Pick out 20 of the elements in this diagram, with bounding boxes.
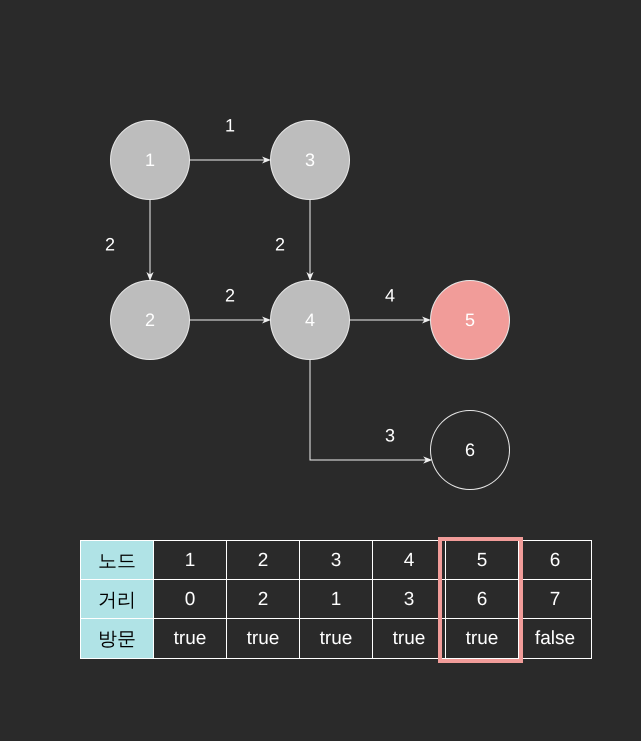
arrow	[190, 156, 271, 164]
header-cell: 방문	[80, 618, 154, 659]
circle-node: 3	[270, 120, 350, 200]
circle-node: 4	[270, 280, 350, 360]
table-cell: true	[226, 618, 300, 659]
arrow	[350, 316, 431, 324]
circle-node: 6	[430, 410, 510, 490]
circle-node: 5	[430, 280, 510, 360]
table-cell: true	[372, 618, 446, 659]
header-cell: 노드	[80, 540, 154, 581]
arrow	[310, 360, 432, 464]
arrow	[190, 316, 271, 324]
circle-node: 1	[110, 120, 190, 200]
table-cell: true	[445, 618, 519, 659]
header-cell: 거리	[80, 579, 154, 620]
table-cell: true	[299, 618, 373, 659]
table-cell: true	[153, 618, 227, 659]
arrow	[306, 200, 314, 281]
circle-node: 2	[110, 280, 190, 360]
arrow	[146, 200, 154, 281]
